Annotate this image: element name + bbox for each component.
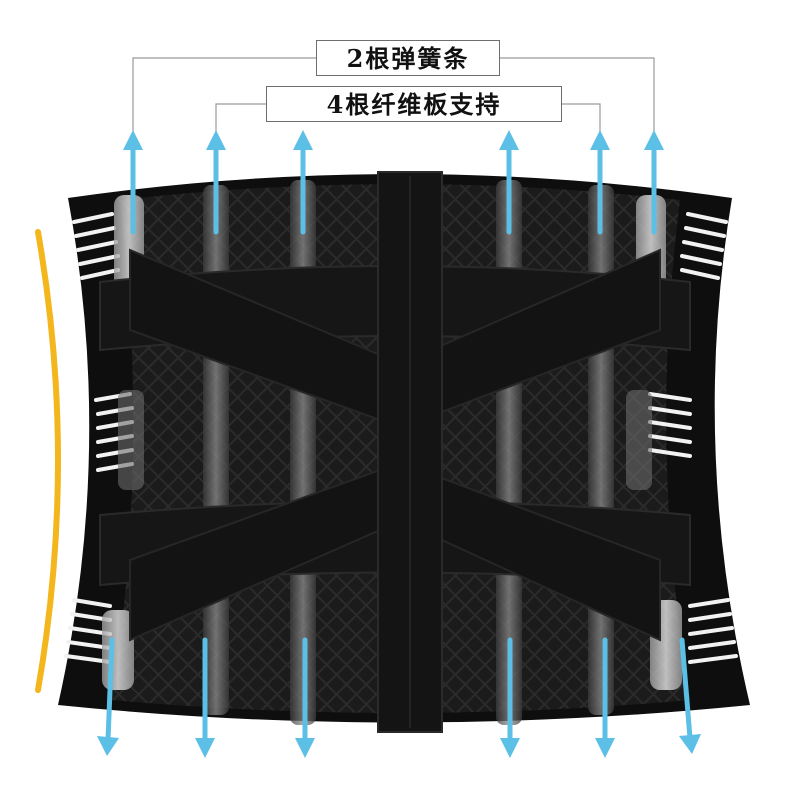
fiber-boards-label: 4根纤维板支持 bbox=[266, 86, 562, 122]
left-waist-curve-icon bbox=[35, 229, 61, 693]
bottom-arrows bbox=[97, 637, 701, 758]
springs-label: 2根弹簧条 bbox=[316, 40, 500, 76]
left-elastic-panel bbox=[64, 212, 134, 664]
leader-lines bbox=[132, 57, 655, 132]
cross-straps bbox=[99, 171, 691, 733]
spring-coils bbox=[102, 195, 682, 690]
top-arrows bbox=[123, 130, 664, 235]
right-elastic-panel bbox=[648, 212, 738, 664]
